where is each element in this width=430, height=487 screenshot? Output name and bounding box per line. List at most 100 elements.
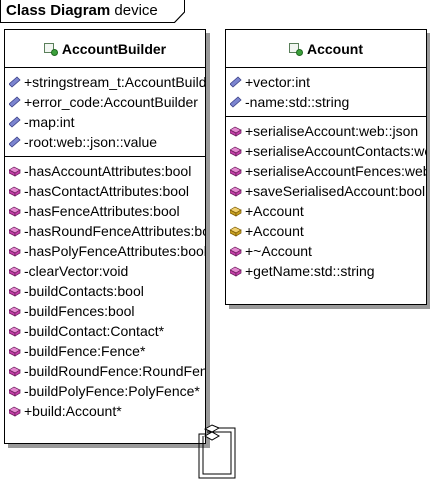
operation-row[interactable]: +serialiseAccountContacts:web xyxy=(230,141,426,161)
frame-tab-outline xyxy=(0,0,185,23)
diagram-kind-label: Class Diagram xyxy=(6,2,111,19)
operation-text: -buildRoundFence:RoundFence* xyxy=(24,363,205,379)
operation-text: +~Account xyxy=(245,243,312,259)
attribute-icon xyxy=(9,76,21,88)
operation-text: -buildContacts:bool xyxy=(24,283,144,299)
attribute-row[interactable]: +error_code:AccountBuilder xyxy=(9,92,205,112)
aggregation-diamond-icon xyxy=(203,424,221,433)
operation-icon xyxy=(9,286,21,297)
operation-icon xyxy=(230,186,242,197)
operation-icon xyxy=(9,246,21,257)
operation-row[interactable]: +~Account xyxy=(230,241,426,261)
attribute-row[interactable]: +stringstream_t:AccountBuilder xyxy=(9,72,205,92)
operation-text: +Account xyxy=(245,223,304,239)
operation-row[interactable]: +saveSerialisedAccount:bool xyxy=(230,181,426,201)
operation-row[interactable]: -hasFenceAttributes:bool xyxy=(9,201,205,221)
operation-row[interactable]: -buildFence:Fence* xyxy=(9,341,205,361)
operation-row[interactable]: +Account xyxy=(230,201,426,221)
operation-text: +saveSerialisedAccount:bool xyxy=(245,183,426,199)
attribute-text: -root:web::json::value xyxy=(24,134,158,150)
operation-row[interactable]: -hasContactAttributes:bool xyxy=(9,181,205,201)
operation-text: +build:Account* xyxy=(24,403,122,419)
association-line-inner xyxy=(202,431,232,475)
diagram-frame-title: Class Diagram device xyxy=(6,1,158,21)
operation-text: +serialiseAccountContacts:web xyxy=(245,143,427,159)
attribute-text: +stringstream_t:AccountBuilder xyxy=(24,74,206,90)
diagram-frame-tab: Class Diagram device xyxy=(0,0,185,23)
operation-text: -clearVector:void xyxy=(24,263,129,279)
attribute-row[interactable]: -root:web::json::value xyxy=(9,132,205,152)
operation-icon xyxy=(230,146,242,157)
operation-icon xyxy=(9,326,21,337)
diagram-name-label: device xyxy=(114,2,158,19)
operation-row[interactable]: +build:Account* xyxy=(9,401,205,421)
self-association-connector[interactable] xyxy=(195,418,245,482)
operation-text: -hasRoundFenceAttributes:bool xyxy=(24,223,206,239)
attribute-row[interactable]: +vector:int xyxy=(230,72,426,92)
operation-text: +serialiseAccountFences:web xyxy=(245,163,427,179)
operation-row[interactable]: -buildRoundFence:RoundFence* xyxy=(9,361,205,381)
operation-icon xyxy=(9,306,21,317)
operation-text: -buildPolyFence:PolyFence* xyxy=(24,383,200,399)
attribute-text: -map:int xyxy=(24,114,75,130)
operation-text: -hasAccountAttributes:bool xyxy=(24,163,192,179)
attribute-text: +error_code:AccountBuilder xyxy=(24,94,198,110)
attributes-compartment: +vector:int-name:std::string xyxy=(226,68,426,117)
operations-compartment: -hasAccountAttributes:bool -hasContactAtt… xyxy=(5,157,205,425)
operation-row[interactable]: +serialiseAccountFences:web xyxy=(230,161,426,181)
class-header[interactable]: AccountBuilder xyxy=(5,30,205,68)
operations-compartment: +serialiseAccount:web::json+serialiseAcc… xyxy=(226,117,426,285)
operation-icon xyxy=(9,266,21,277)
attribute-text: -name:std::string xyxy=(245,94,350,110)
operation-icon xyxy=(9,186,21,197)
attribute-row[interactable]: -name:std::string xyxy=(230,92,426,112)
attributes-compartment: +stringstream_t:AccountBuilder +error_cod… xyxy=(5,68,205,157)
operation-row[interactable]: -buildContacts:bool xyxy=(9,281,205,301)
operation-icon xyxy=(9,366,21,377)
operation-row[interactable]: +getName:std::string xyxy=(230,261,426,281)
operation-text: -buildFences:bool xyxy=(24,303,135,319)
operation-text: -hasContactAttributes:bool xyxy=(24,183,189,199)
operation-text: +getName:std::string xyxy=(245,263,375,279)
class-accountbuilder[interactable]: AccountBuilder +stringstream_t:AccountBu… xyxy=(4,29,206,444)
operation-icon xyxy=(9,206,21,217)
attribute-row[interactable]: -map:int xyxy=(9,112,205,132)
attribute-icon xyxy=(9,96,21,108)
operation-text: -buildContact:Contact* xyxy=(24,323,165,339)
operation-row[interactable]: -hasRoundFenceAttributes:bool xyxy=(9,221,205,241)
operation-text: -buildFence:Fence* xyxy=(24,343,146,359)
operation-icon xyxy=(9,406,21,417)
attribute-icon xyxy=(230,96,242,108)
operation-row[interactable]: -buildFences:bool xyxy=(9,301,205,321)
class-icon xyxy=(289,42,303,56)
operation-icon xyxy=(9,386,21,397)
attribute-icon xyxy=(9,116,21,128)
class-account[interactable]: Account +vector:int-name:std::string +se… xyxy=(225,29,427,305)
operation-text: +Account xyxy=(245,203,304,219)
constructor-icon xyxy=(230,226,242,237)
operation-icon xyxy=(9,226,21,237)
operation-icon xyxy=(230,266,242,277)
operation-row[interactable]: -hasAccountAttributes:bool xyxy=(9,161,205,181)
attribute-text: +vector:int xyxy=(245,74,310,90)
operation-icon xyxy=(230,246,242,257)
operation-icon xyxy=(9,166,21,177)
operation-row[interactable]: +serialiseAccount:web::json xyxy=(230,121,426,141)
operation-text: +serialiseAccount:web::json xyxy=(245,123,419,139)
class-icon xyxy=(43,42,58,56)
operation-row[interactable]: -hasPolyFenceAttributes:bool xyxy=(9,241,205,261)
association-line xyxy=(198,427,236,479)
operation-icon xyxy=(230,166,242,177)
operation-row[interactable]: -buildContact:Contact* xyxy=(9,321,205,341)
operation-icon xyxy=(230,126,242,137)
attribute-icon xyxy=(9,136,21,148)
operation-row[interactable]: -buildPolyFence:PolyFence* xyxy=(9,381,205,401)
aggregation-diamond-icon xyxy=(203,431,221,441)
class-header[interactable]: Account xyxy=(226,30,426,68)
operation-row[interactable]: -clearVector:void xyxy=(9,261,205,281)
constructor-icon xyxy=(230,206,242,217)
operation-row[interactable]: +Account xyxy=(230,221,426,241)
class-name: Account xyxy=(307,40,363,57)
operation-icon xyxy=(9,346,21,357)
operation-text: -hasPolyFenceAttributes:bool xyxy=(24,243,206,259)
